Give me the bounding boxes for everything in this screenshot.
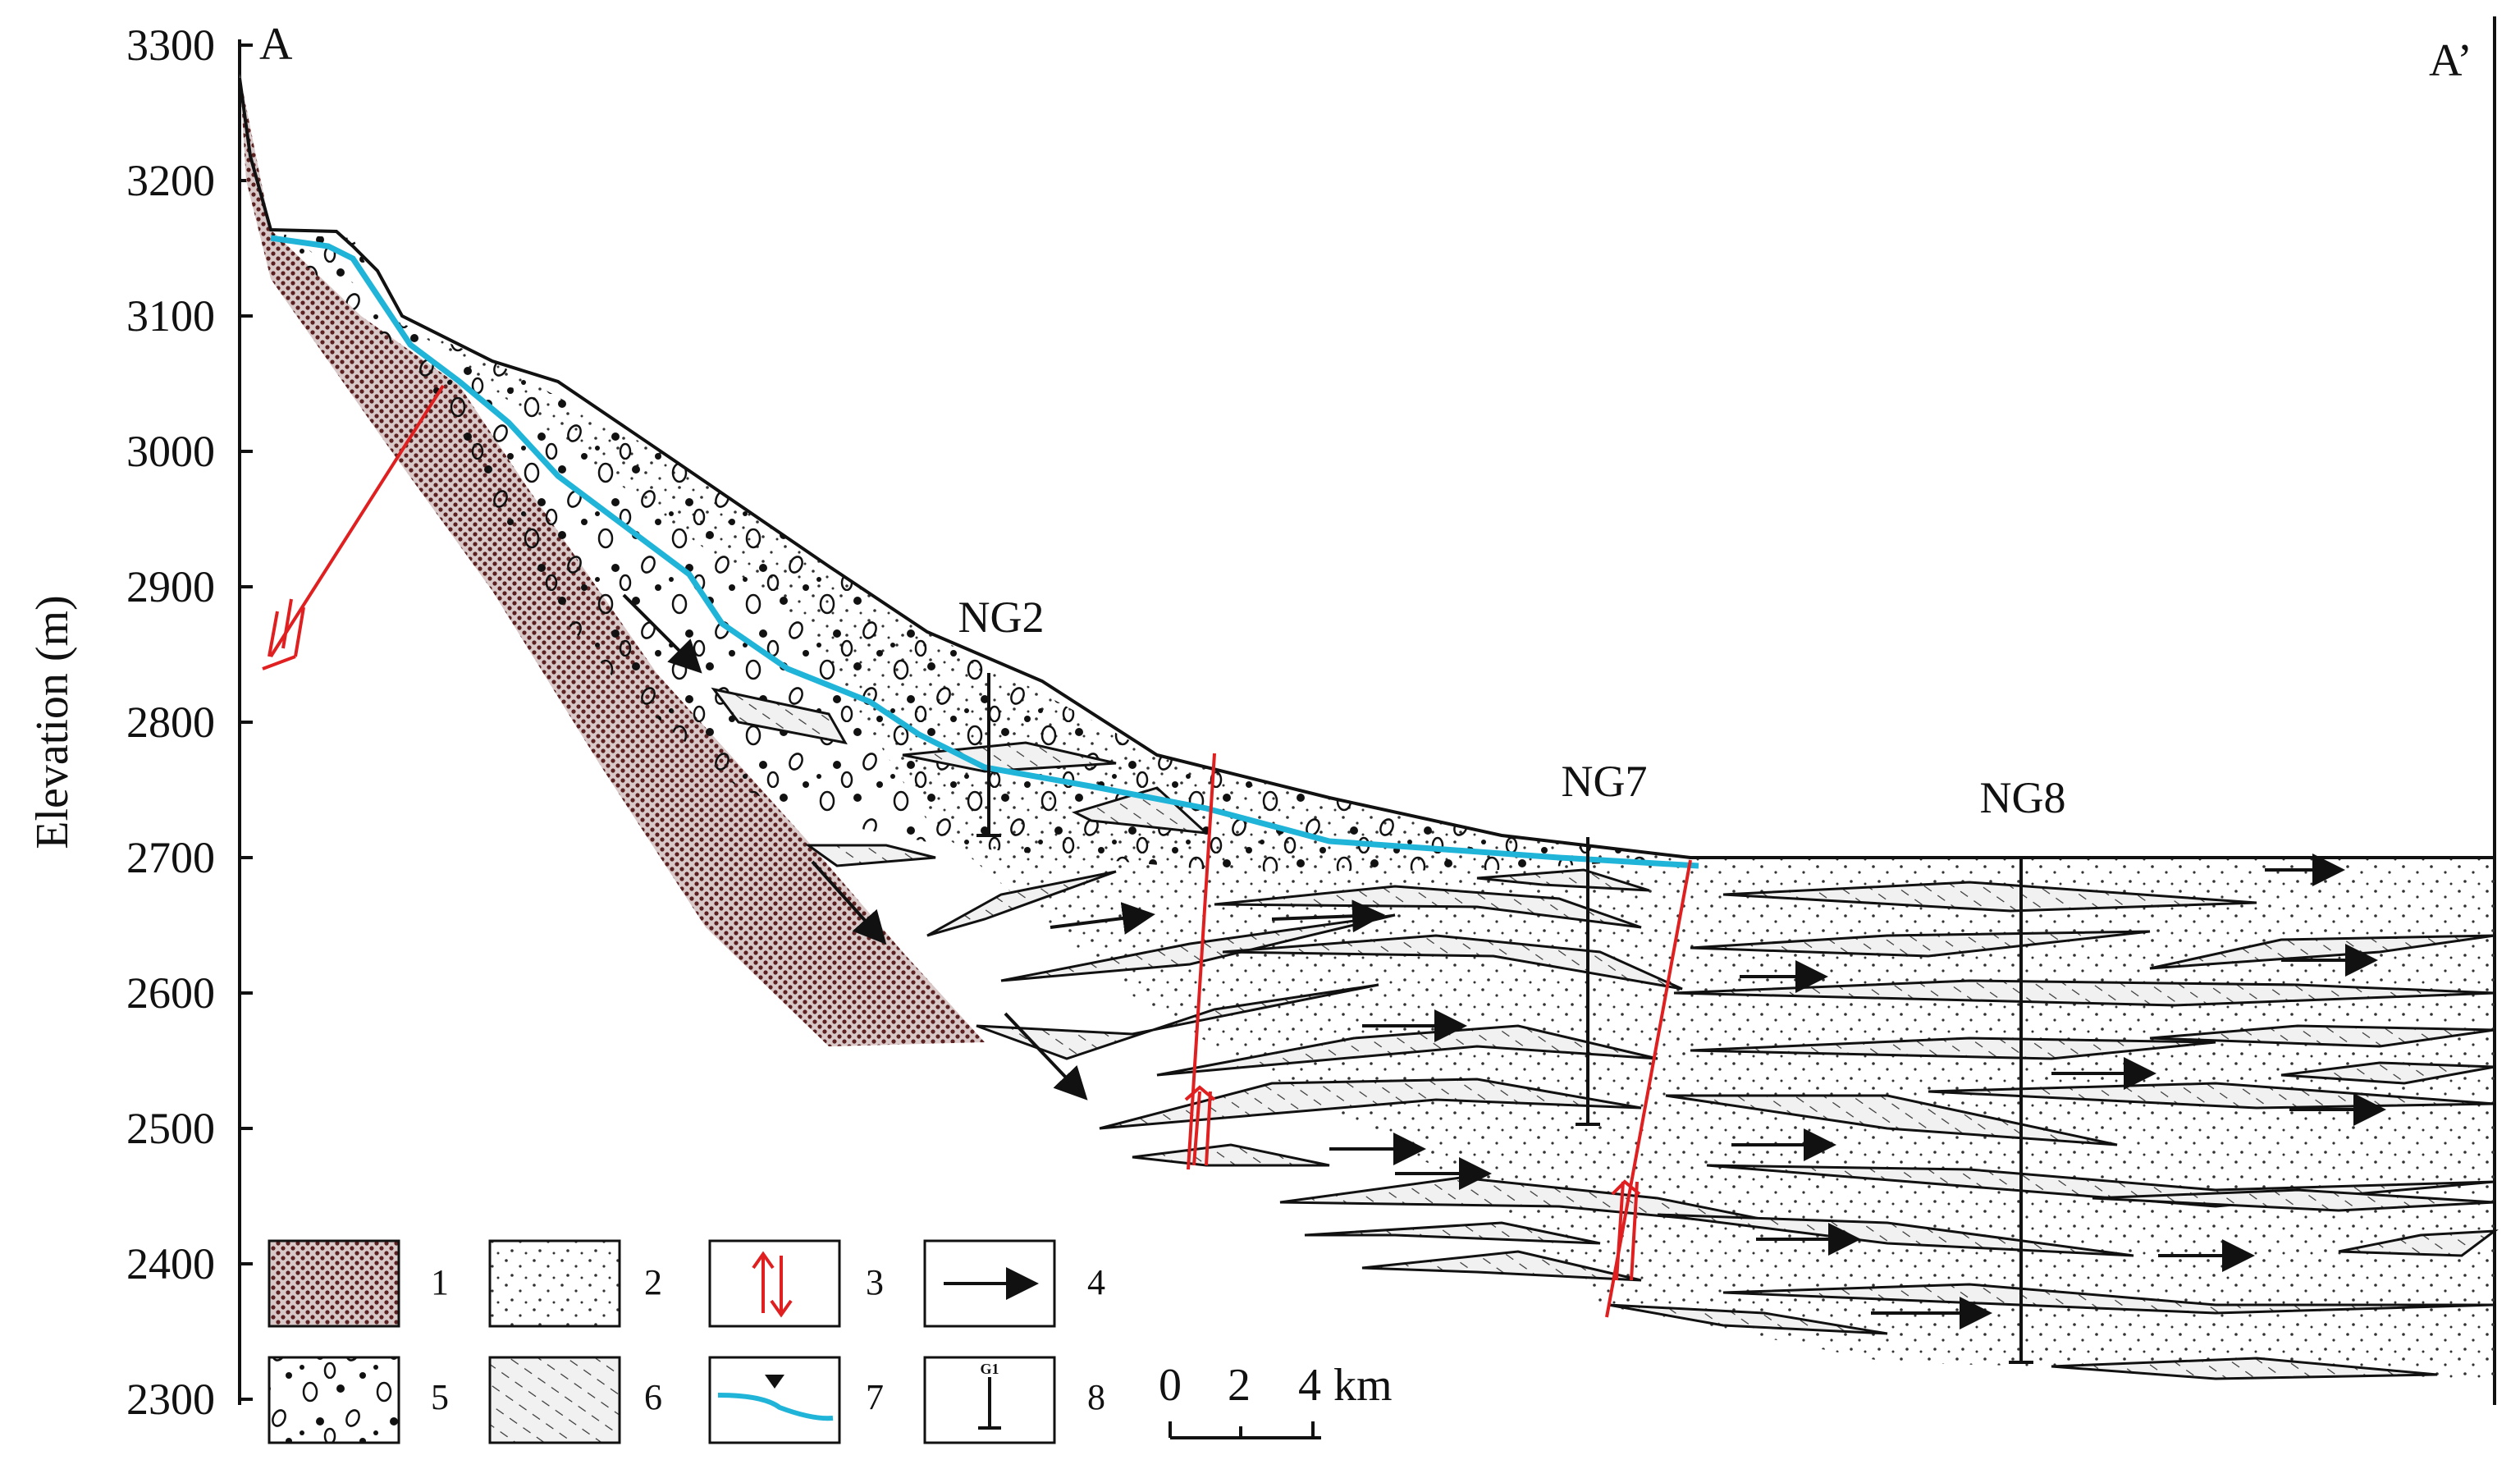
flow-arrows — [622, 593, 2386, 1329]
legend: 1 2 3 4 5 6 7 G1 8 — [268, 1239, 1105, 1444]
legend-swatch-7 — [708, 1356, 841, 1444]
faults — [262, 384, 1692, 1318]
geologic-section: NG2 NG7 NG8 — [238, 74, 2499, 1380]
y-tick-label: 3000 — [126, 427, 215, 476]
legend-number: 7 — [866, 1377, 884, 1417]
legend-swatch-3 — [708, 1239, 841, 1328]
y-tick-label: 2500 — [126, 1104, 215, 1153]
section-end-label: A’ — [2429, 35, 2472, 86]
ground-surface — [238, 77, 2495, 859]
legend-swatch-2 — [488, 1239, 621, 1328]
hatched-lenses — [711, 687, 2499, 1380]
y-tick-label: 3300 — [126, 21, 215, 70]
legend-number: 2 — [644, 1262, 662, 1302]
unit-5-fill — [271, 234, 1690, 872]
y-tick-label: 2900 — [126, 562, 215, 611]
scale-tick-label: 0 — [1159, 1360, 1182, 1411]
fault-symbol-icon — [752, 1251, 793, 1318]
y-tick-label: 3100 — [126, 291, 215, 341]
borehole-icon-label: G1 — [980, 1361, 999, 1377]
legend-swatch-1 — [268, 1239, 400, 1328]
water-level-triangle-icon — [765, 1375, 784, 1389]
y-axis-title: Elevation (m) — [27, 595, 78, 849]
legend-number: 5 — [431, 1377, 449, 1417]
section-start-label: A — [259, 19, 293, 70]
y-tick-label: 2400 — [126, 1239, 215, 1288]
legend-number: 3 — [866, 1262, 884, 1302]
boreholes — [976, 673, 2033, 1364]
legend-number: 8 — [1087, 1377, 1105, 1417]
water-table-line — [270, 235, 1699, 869]
y-tick-label: 2300 — [126, 1375, 215, 1424]
water-table-icon — [717, 1393, 834, 1421]
unit-2-fill — [271, 222, 2495, 1379]
y-tick-label: 2700 — [126, 833, 215, 882]
scale-tick-label: 4 — [1298, 1360, 1321, 1411]
y-tick-label: 3200 — [126, 156, 215, 205]
scale-unit-label: km — [1333, 1360, 1393, 1411]
well-label: NG7 — [1562, 757, 1648, 806]
scale-tick-label: 2 — [1228, 1360, 1251, 1411]
well-label: NG2 — [958, 593, 1045, 642]
well-label: NG8 — [1980, 773, 2066, 822]
borehole-icon — [978, 1377, 1001, 1430]
legend-swatch-6 — [488, 1356, 621, 1444]
legend-number: 1 — [431, 1262, 449, 1302]
y-axis: 3300 3200 3100 3000 2900 2800 2700 2600 … — [27, 21, 253, 1424]
legend-number: 4 — [1087, 1262, 1105, 1302]
scale-bar: 0 2 4 km — [1159, 1360, 1393, 1439]
y-tick-label: 2800 — [126, 698, 215, 747]
y-tick-label: 2600 — [126, 968, 215, 1018]
legend-swatch-5 — [268, 1356, 400, 1444]
legend-number: 6 — [644, 1377, 662, 1417]
